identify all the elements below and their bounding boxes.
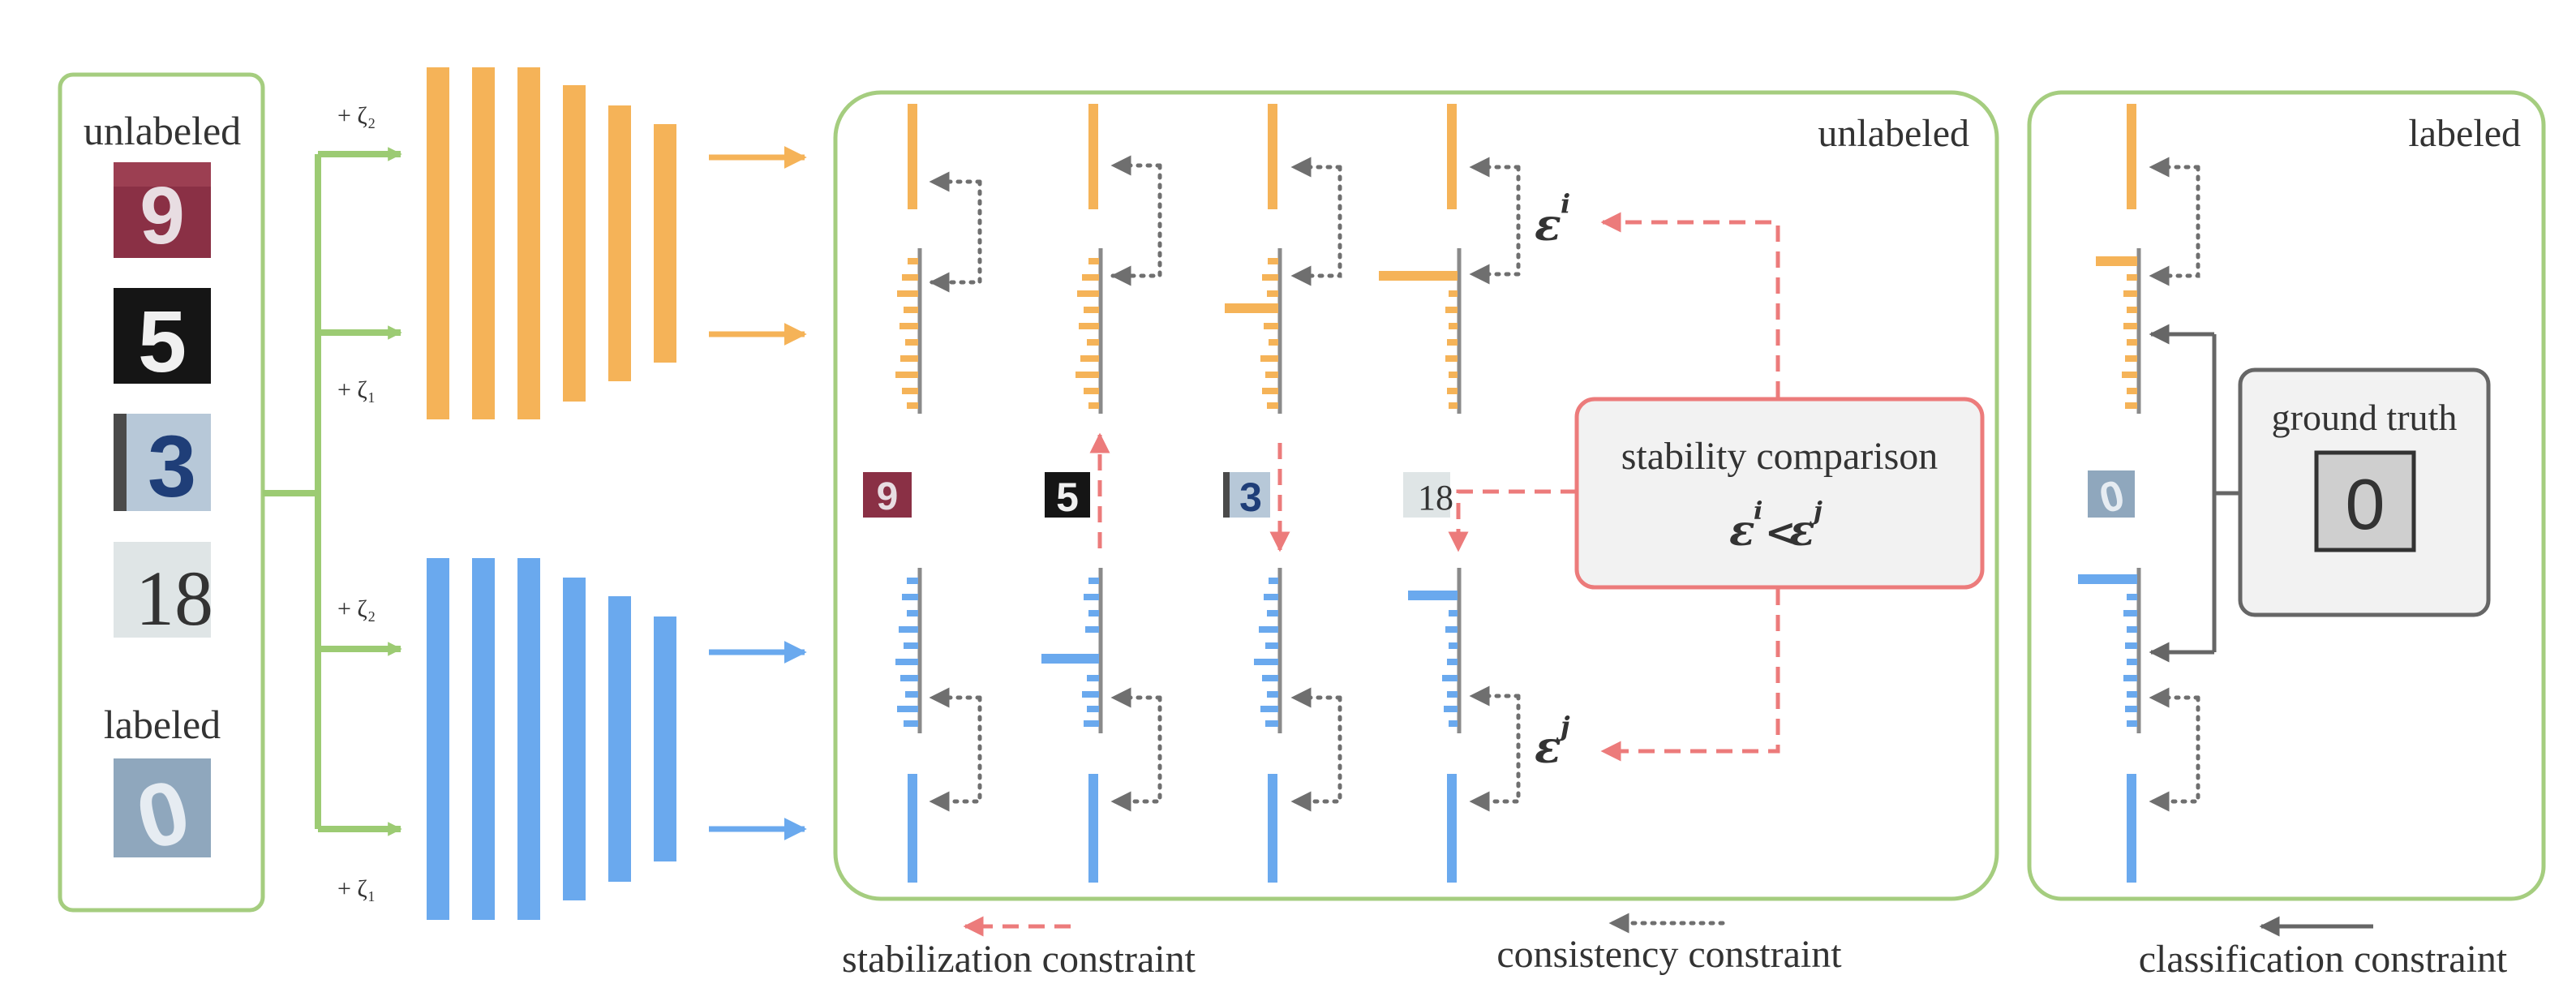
ground-truth-title: ground truth <box>2272 397 2458 438</box>
blue-target-bar <box>908 774 917 883</box>
blue-prediction-histogram <box>1254 578 1278 727</box>
unlabeled-panel-frame <box>833 90 1999 901</box>
svg-text:9: 9 <box>877 475 899 518</box>
legend-classification-label: classification constraint <box>2139 938 2508 981</box>
prediction-column-3: 3 <box>1223 104 1282 883</box>
orange-target-bar <box>2127 104 2136 209</box>
labeled-panel-title: labeled <box>2408 112 2521 155</box>
green-branch-arrows <box>263 147 402 836</box>
orange-prediction-histogram <box>1225 258 1278 409</box>
blue-target-bar <box>2127 774 2136 883</box>
orange-prediction-histogram <box>1075 258 1099 409</box>
orange-prediction-histogram <box>895 258 918 409</box>
classification-links <box>2149 324 2240 663</box>
thumbnail-5 <box>1045 472 1090 518</box>
legend-classification: classification constraint <box>2139 916 2508 981</box>
input-image-unlabeled-5: 5 <box>114 288 211 390</box>
stability-comparison-title: stability comparison <box>1621 435 1938 478</box>
svg-text:i: i <box>1754 497 1762 526</box>
blue-prediction-histogram <box>2078 574 2137 727</box>
thumbnail-0 <box>2088 470 2135 518</box>
prediction-column-1: 9 <box>863 104 922 883</box>
labeled-panel-frame <box>2027 90 2546 901</box>
network-output-arrows <box>709 146 807 840</box>
epsilon-j-label: ε j <box>1535 711 1570 773</box>
labeled-prediction-column: 0 <box>2078 104 2141 883</box>
legend-stabilization-label: stabilization constraint <box>842 938 1196 981</box>
thumbnail-18 <box>1403 472 1450 518</box>
consistency-links <box>929 155 1521 812</box>
legend-consistency: consistency constraint <box>1496 913 1842 976</box>
input-image-labeled-0: 0 <box>114 758 211 869</box>
svg-text:5: 5 <box>1056 475 1079 520</box>
blue-target-bar <box>1088 774 1098 883</box>
prediction-column-2: 5 <box>1041 104 1103 883</box>
epsilon-i-label: ε i <box>1535 188 1570 251</box>
blue-prediction-histogram <box>1408 591 1458 727</box>
svg-text:5: 5 <box>138 292 187 390</box>
noise-label-top-upper: + ζ₂ <box>337 102 376 129</box>
ground-truth-value: 0 <box>2346 464 2385 544</box>
labeled-consistency-links <box>2149 157 2200 812</box>
orange-prediction-histogram <box>1379 271 1458 409</box>
blue-target-bar <box>1268 774 1277 883</box>
orange-target-bar <box>1088 104 1098 209</box>
blue-prediction-histogram <box>1041 578 1099 727</box>
orange-target-bar <box>1447 104 1457 209</box>
orange-prediction-histogram <box>2096 256 2137 409</box>
thumbnail-9 <box>863 472 912 518</box>
legend-consistency-label: consistency constraint <box>1496 933 1842 976</box>
unlabeled-panel-title: unlabeled <box>1818 112 1969 155</box>
svg-text:18: 18 <box>135 555 213 642</box>
noise-label-bottom-upper: + ζ₂ <box>337 595 376 622</box>
input-image-unlabeled-9: 9 <box>114 162 211 261</box>
ground-truth-value-box <box>2314 450 2416 552</box>
orange-target-bar <box>1268 104 1277 209</box>
svg-text:ε: ε <box>1535 721 1561 773</box>
network-bottom-blue <box>427 558 676 920</box>
noise-label-top-lower: + ζ₁ <box>337 376 376 403</box>
prediction-column-4: 18 <box>1379 104 1462 883</box>
thumbnail-3 <box>1223 472 1270 518</box>
legend-stabilization: stabilization constraint <box>842 916 1196 981</box>
network-top-orange <box>427 67 676 419</box>
input-image-unlabeled-3: 3 <box>114 414 211 515</box>
svg-text:3: 3 <box>148 417 196 515</box>
svg-text:ε: ε <box>1535 199 1561 251</box>
input-labeled-title: labeled <box>104 702 221 747</box>
svg-text:9: 9 <box>140 170 185 261</box>
stability-comparison-box <box>1574 397 1985 590</box>
svg-text:ε: ε <box>1789 506 1815 556</box>
noise-label-bottom-lower: + ζ₁ <box>337 875 376 902</box>
svg-text:3: 3 <box>1239 475 1262 520</box>
svg-text:18: 18 <box>1418 478 1453 518</box>
svg-text:<: < <box>1765 510 1797 554</box>
stability-formula: ε i < ε j <box>1729 497 1823 556</box>
blue-target-bar <box>1447 774 1457 883</box>
input-image-unlabeled-18: 18 <box>114 542 213 642</box>
svg-text:ε: ε <box>1729 506 1755 556</box>
stabilization-links <box>1089 212 1780 762</box>
svg-text:i: i <box>1561 188 1570 219</box>
input-unlabeled-title: unlabeled <box>84 108 241 153</box>
blue-prediction-histogram <box>895 578 918 727</box>
orange-target-bar <box>908 104 917 209</box>
